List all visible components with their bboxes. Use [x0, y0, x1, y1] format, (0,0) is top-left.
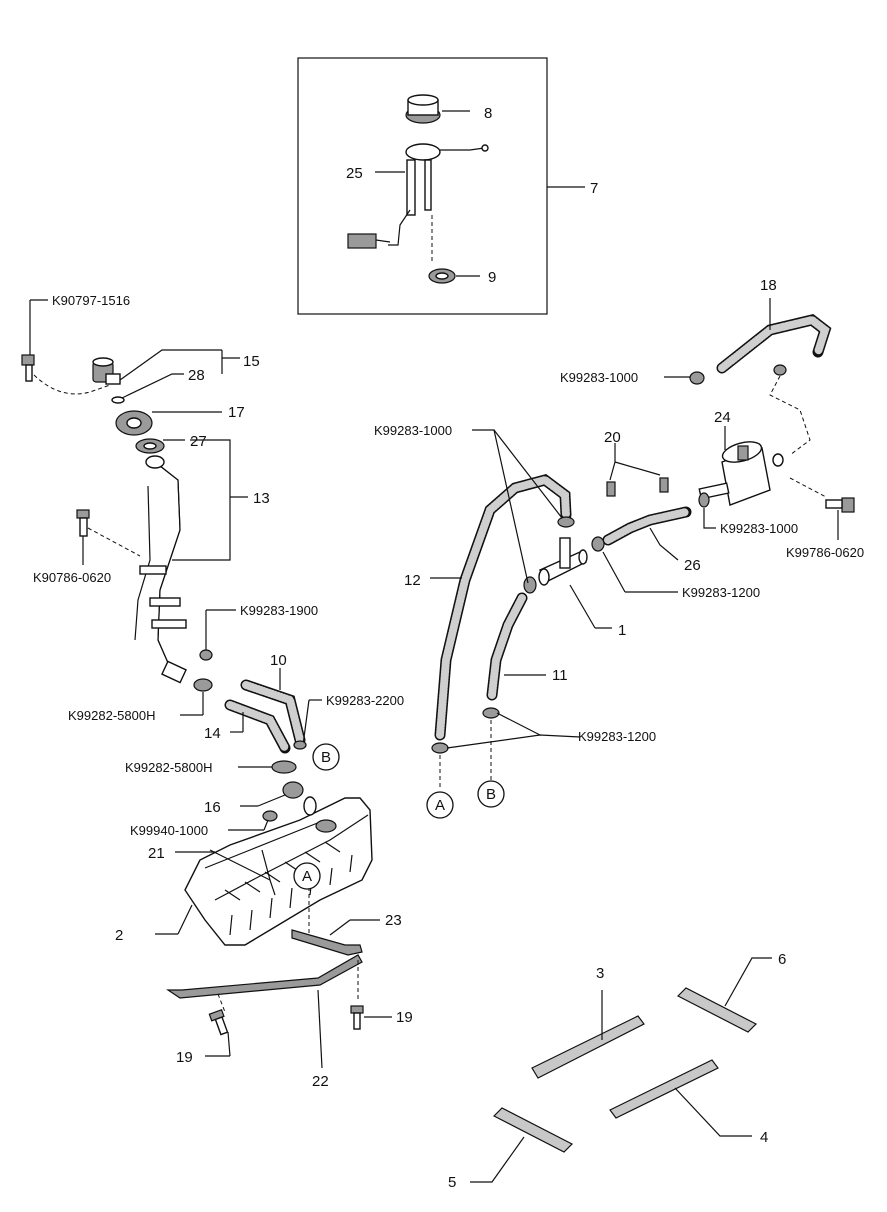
- clamp-part: [199, 649, 213, 661]
- bolt-part: [76, 509, 90, 537]
- part-number-clamp-1900: K99283-1900: [240, 603, 318, 618]
- callout-27: 27: [190, 433, 207, 450]
- fuel-tank-part: [155, 796, 373, 946]
- filler-neck-assembly: [21, 299, 248, 716]
- callout-26: 26: [684, 557, 701, 574]
- canister-hose: [591, 506, 692, 593]
- connector-a-tank-circle: [293, 862, 321, 890]
- callout-7: 7: [590, 180, 598, 197]
- callout-15: 15: [243, 353, 260, 370]
- callout-22: 22: [312, 1073, 329, 1090]
- filler-plate-part: [115, 410, 153, 436]
- bolt-part: [21, 354, 35, 382]
- check-valves: [606, 443, 669, 497]
- part-number-clamp-1000-top: K99283-1000: [560, 370, 638, 385]
- part-number-clamp-5800-b: K99282-5800H: [125, 760, 212, 775]
- clamp-part: [193, 678, 213, 692]
- insulator-pads: [470, 957, 772, 1183]
- part-number-bolt-top-left: K90797-1516: [52, 293, 130, 308]
- fuel-pump-part: [347, 143, 489, 249]
- filler-hoses: [224, 668, 322, 774]
- connector-b-tank-circle: [312, 743, 340, 771]
- callout-6: 6: [778, 951, 786, 968]
- part-number-clamp-2200: K99283-2200: [326, 693, 404, 708]
- callout-8: 8: [484, 105, 492, 122]
- callout-19b: 19: [396, 1009, 413, 1026]
- callout-24: 24: [714, 409, 731, 426]
- callout-23: 23: [385, 912, 402, 929]
- callout-12: 12: [404, 572, 421, 589]
- filler-neck-pipe: [134, 455, 187, 684]
- callout-11: 11: [552, 667, 568, 684]
- pump-cap-part: [405, 94, 441, 124]
- callout-13: 13: [253, 490, 270, 507]
- callout-14: 14: [204, 725, 221, 742]
- connector-a-hose-label: A: [435, 797, 445, 814]
- connector-a-hose-circle: [426, 791, 454, 819]
- callout-28: 28: [188, 367, 205, 384]
- connector-b-tank-label: B: [321, 749, 331, 766]
- vapor-hoses: [430, 429, 612, 790]
- part-number-clamp-1200-a: K99283-1200: [682, 585, 760, 600]
- callout-5: 5: [448, 1174, 456, 1191]
- callout-9: 9: [488, 269, 496, 286]
- part-number-bolt-canister: K99786-0620: [786, 545, 864, 560]
- part-number-clamp-1000-center: K99283-1000: [374, 423, 452, 438]
- part-number-clamp-1000-canister: K99283-1000: [720, 521, 798, 536]
- tank-grommets: [228, 781, 304, 831]
- part-number-bolt-filler: K90786-0620: [33, 570, 111, 585]
- callout-3: 3: [596, 965, 604, 982]
- filler-cap-part: [92, 357, 121, 385]
- connector-b-hose-circle: [477, 780, 505, 808]
- bolt-part: [825, 497, 855, 513]
- canister-part: [698, 426, 784, 506]
- callout-17: 17: [228, 404, 245, 421]
- callout-4: 4: [760, 1129, 768, 1146]
- callout-21: 21: [148, 845, 165, 862]
- connector-a-tank-label: A: [302, 868, 312, 885]
- callout-10: 10: [270, 652, 287, 669]
- tank-straps: [166, 919, 392, 1069]
- callout-16: 16: [204, 799, 221, 816]
- callout-18: 18: [760, 277, 777, 294]
- tee-fitting-part: [538, 537, 588, 586]
- part-number-clamp-1200-b: K99283-1200: [578, 729, 656, 744]
- callout-1: 1: [618, 622, 626, 639]
- filler-gasket-part: [135, 438, 165, 454]
- fuel-pump-assembly-box: [297, 57, 585, 315]
- pump-gasket-part: [428, 268, 456, 284]
- callout-19a: 19: [176, 1049, 193, 1066]
- part-number-clamp-5800-a: K99282-5800H: [68, 708, 155, 723]
- connector-b-hose-label: B: [486, 786, 496, 803]
- vapor-hose-18: [664, 298, 832, 456]
- part-number-grommet-1000: K99940-1000: [130, 823, 208, 838]
- callout-20: 20: [604, 429, 621, 446]
- callout-2: 2: [115, 927, 123, 944]
- callout-25: 25: [346, 165, 363, 182]
